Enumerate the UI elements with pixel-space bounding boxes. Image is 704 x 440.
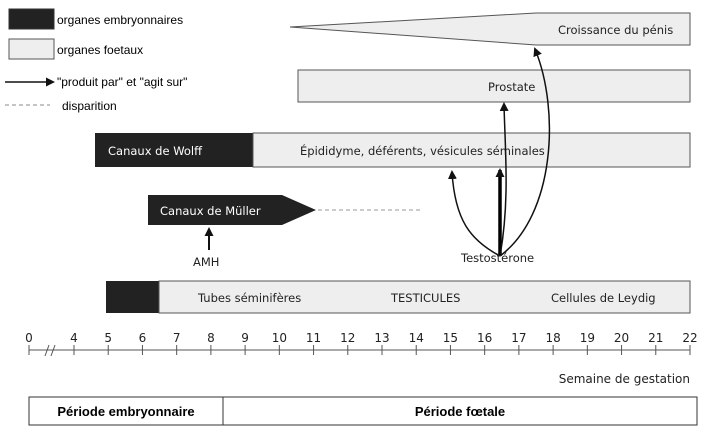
axis-tick-label: 15 [443,331,458,345]
axis-tick-label: 13 [374,331,389,345]
wolff-derivatives-box [252,132,691,168]
testicles-label: TESTICULES [390,291,460,305]
testicles-fetal-box [158,280,691,314]
legend-produced-label: "produit par" et "agit sur" [57,75,187,89]
axis-tick-label: 5 [104,331,112,345]
axis-tick-label: 8 [207,331,215,345]
testosterone-label: Testostérone [460,251,534,265]
wolff-ducts-box [95,133,255,167]
legend-fetal-swatch [8,38,55,60]
axis-tick-label: 0 [25,331,33,345]
prostate-box [297,69,691,103]
legend-disappearance-label: disparition [62,99,117,113]
axis-ticks: 0 4 5 6 7 8 9 10 11 12 13 14 15 16 17 18 19 20 21 22 [25,331,698,355]
amh-label: AMH [193,255,219,269]
testosterone-arrow-prostate [499,102,509,257]
muller-ducts-label: Canaux de Müller [160,204,261,218]
axis-break-mark-1 [44,344,50,357]
muller-ducts-shape [148,195,316,225]
axis-label: Semaine de gestation [559,372,690,386]
penis-growth-wedge [289,12,691,46]
leydig-label: Cellules de Leydig [551,291,656,305]
legend-embryonic-label: organes embryonnaires [57,13,183,27]
axis-tick-label: 4 [70,331,78,345]
axis-tick-label: 17 [511,331,526,345]
axis-tick-label: 6 [139,331,147,345]
penis-growth-label: Croissance du pénis [558,23,673,37]
axis-tick-label: 16 [477,331,492,345]
tubes-label: Tubes séminifères [197,291,301,305]
axis-tick-label: 12 [340,331,355,345]
axis-tick-label: 21 [648,331,663,345]
legend-fetal-label: organes foetaux [57,43,143,57]
axis-tick-label: 9 [241,331,249,345]
axis-tick-label: 19 [580,331,595,345]
wolff-derivatives-label: Épididyme, déférents, vésicules séminale… [300,143,545,158]
prostate-label: Prostate [488,80,535,94]
axis-tick-label: 11 [306,331,321,345]
wolff-ducts-label: Canaux de Wolff [108,144,203,158]
legend-embryonic-swatch [8,8,55,30]
period-embryonic-label: Période embryonnaire [57,404,194,419]
axis-break-mark-2 [50,344,56,357]
axis-tick-label: 14 [409,331,424,345]
period-embryonic-box [28,396,224,426]
axis-tick-label: 20 [614,331,629,345]
axis-tick-label: 18 [545,331,560,345]
testicles-embryonic-box [106,281,161,313]
axis-tick-label: 10 [272,331,287,345]
testosterone-arrow-penis [499,47,551,257]
period-fetal-box [222,396,698,426]
axis-tick-label: 22 [682,331,697,345]
period-fetal-label: Période fœtale [415,404,505,419]
axis-tick-label: 7 [173,331,181,345]
testosterone-arrow-muller [447,170,501,257]
